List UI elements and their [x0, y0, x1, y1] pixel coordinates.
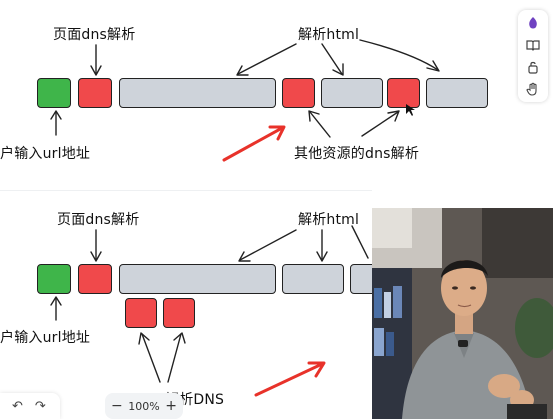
side-toolbar [518, 10, 548, 102]
top-arrow-html-2 [321, 43, 343, 75]
book-icon[interactable] [523, 36, 543, 54]
top-arrow-resource-dns-2 [361, 111, 399, 137]
section-divider [0, 190, 372, 191]
zoom-level[interactable]: 100% [128, 399, 160, 413]
top-label-page-dns: 页面dns解析 [53, 27, 136, 43]
presenter-video-image [372, 208, 553, 419]
top-label-resource-dns: 其他资源的dns解析 [294, 146, 420, 162]
redo-icon[interactable]: ↷ [34, 398, 46, 414]
top-arrow-resource-dns-1 [309, 111, 331, 138]
bottom-arrow-parse-dns-1 [141, 333, 161, 383]
zoom-in-button[interactable]: + [165, 398, 177, 414]
bottom-parallel-dns-block-2[interactable] [163, 298, 195, 328]
top-arrow-html-3 [359, 39, 439, 71]
top-parse-html-block-2[interactable] [321, 78, 383, 108]
undo-redo-bar: ↶ ↷ [0, 393, 60, 419]
bottom-parallel-dns-block-1[interactable] [125, 298, 157, 328]
hand-icon[interactable] [523, 80, 543, 98]
bottom-arrow-html-1 [239, 229, 297, 261]
lock-icon[interactable] [523, 58, 543, 76]
top-user-input-block[interactable] [37, 78, 71, 108]
zoom-control: − 100% + [105, 393, 183, 419]
top-resource-dns-block-2[interactable] [387, 78, 420, 108]
bottom-arrow-parse-dns-2 [167, 333, 182, 383]
annotation-arrow-bottom [254, 362, 324, 397]
top-label-user-input: 户输入url地址 [0, 146, 91, 162]
bottom-label-page-dns: 页面dns解析 [57, 212, 140, 228]
webcam-overlay [372, 208, 553, 419]
top-resource-dns-block-1[interactable] [282, 78, 315, 108]
annotation-arrow-top [222, 126, 284, 162]
bottom-user-input-block[interactable] [37, 264, 71, 294]
top-parse-html-block-3[interactable] [426, 78, 488, 108]
top-arrow-html-1 [237, 43, 297, 75]
undo-icon[interactable]: ↶ [12, 398, 23, 414]
bottom-parse-html-block-2[interactable] [282, 264, 344, 294]
zoom-out-button[interactable]: − [111, 398, 123, 414]
top-parse-html-block-1[interactable] [119, 78, 276, 108]
bottom-label-user-input: 户输入url地址 [0, 330, 91, 346]
bottom-arrow-html-3 [351, 225, 369, 259]
bottom-page-dns-block[interactable] [78, 264, 112, 294]
top-label-parse-html: 解析html [298, 27, 360, 43]
bottom-label-parse-html: 解析html [298, 212, 360, 228]
palette-icon[interactable] [523, 14, 543, 32]
bottom-parse-html-block-1[interactable] [119, 264, 276, 294]
top-page-dns-block[interactable] [78, 78, 112, 108]
